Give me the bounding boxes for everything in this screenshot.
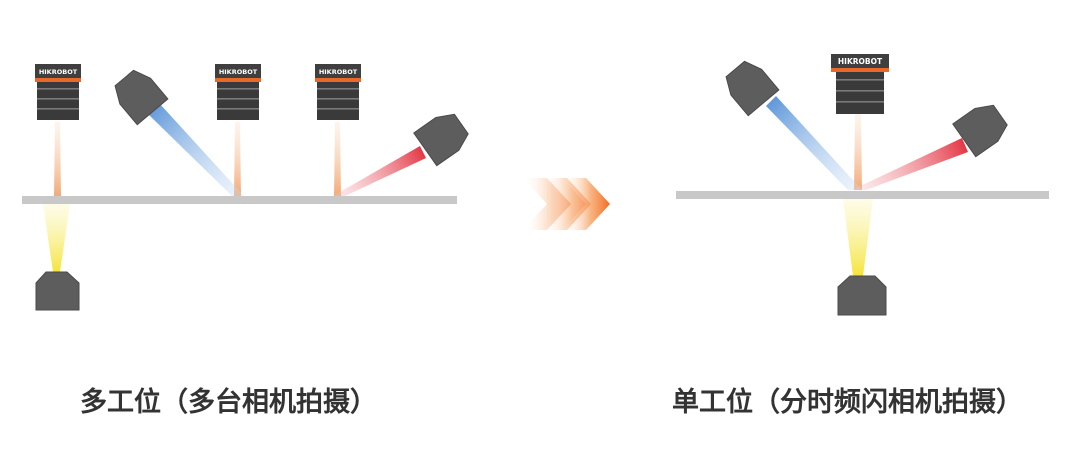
industrial-camera-icon: HIKROBOT bbox=[215, 64, 261, 120]
camera-beam bbox=[334, 122, 341, 196]
industrial-camera-icon: HIKROBOT bbox=[35, 64, 81, 120]
conveyor-belt bbox=[676, 191, 1049, 199]
angled-light-icon bbox=[952, 104, 1008, 158]
single-station-caption: 单工位（分时频闪相机拍摄） bbox=[672, 387, 1023, 418]
red-light-beam bbox=[852, 138, 968, 190]
blue-light-beam bbox=[148, 104, 244, 196]
blue-light-beam bbox=[766, 96, 862, 190]
camera-brand: HIKROBOT bbox=[219, 68, 258, 76]
industrial-camera-icon: HIKROBOT bbox=[831, 54, 889, 114]
conveyor-belt bbox=[22, 196, 457, 204]
red-light-beam bbox=[333, 146, 426, 196]
camera-brand: HIKROBOT bbox=[39, 68, 78, 76]
backlight-icon bbox=[837, 275, 887, 316]
single-station-setup: HIKROBOT bbox=[676, 54, 1049, 316]
multi-station-setup: HIKROBOT HIKROBOT HIKROBOT bbox=[22, 64, 469, 311]
chevron-arrow-icon bbox=[523, 178, 610, 230]
angled-light-icon bbox=[413, 113, 469, 167]
camera-brand: HIKROBOT bbox=[319, 68, 358, 76]
camera-beam bbox=[854, 114, 862, 190]
backlight-beam bbox=[843, 199, 873, 276]
backlight-icon bbox=[35, 271, 80, 311]
camera-brand: HIKROBOT bbox=[838, 57, 883, 66]
multi-station-caption: 多工位（多台相机拍摄） bbox=[80, 387, 377, 418]
backlight-beam bbox=[43, 204, 70, 272]
angled-light-icon bbox=[725, 60, 780, 117]
camera-beam bbox=[54, 122, 61, 196]
camera-beam bbox=[234, 122, 241, 196]
angled-light-icon bbox=[114, 69, 169, 126]
industrial-camera-icon: HIKROBOT bbox=[315, 64, 361, 120]
